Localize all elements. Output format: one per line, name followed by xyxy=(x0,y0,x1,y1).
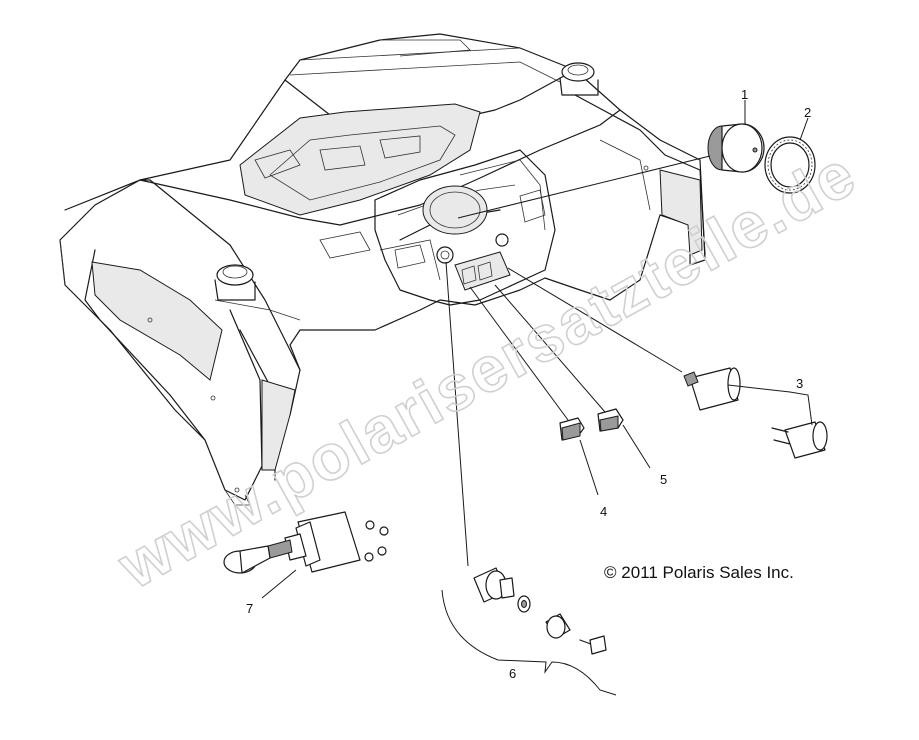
callout-4: 4 xyxy=(600,504,607,519)
ignition-switch-set xyxy=(441,567,617,696)
callout-1: 1 xyxy=(741,87,748,102)
leader-lines xyxy=(261,100,813,599)
power-socket xyxy=(683,367,741,411)
callout-2: 2 xyxy=(804,105,811,120)
dash-assembly xyxy=(59,33,706,506)
light-switch-assembly xyxy=(223,511,389,574)
speedometer-gauge xyxy=(707,123,765,173)
callout-3: 3 xyxy=(796,376,803,391)
callout-6: 6 xyxy=(509,666,516,681)
callout-5: 5 xyxy=(660,472,667,487)
rocker-switch-4 xyxy=(559,417,585,441)
gauge-bezel-ring xyxy=(764,136,816,194)
copyright-text: © 2011 Polaris Sales Inc. xyxy=(604,563,794,582)
rocker-switch-5 xyxy=(597,408,624,432)
callout-7: 7 xyxy=(246,601,253,616)
callout-labels: 1 2 3 4 5 6 7 xyxy=(246,87,811,681)
power-plug xyxy=(771,421,828,459)
